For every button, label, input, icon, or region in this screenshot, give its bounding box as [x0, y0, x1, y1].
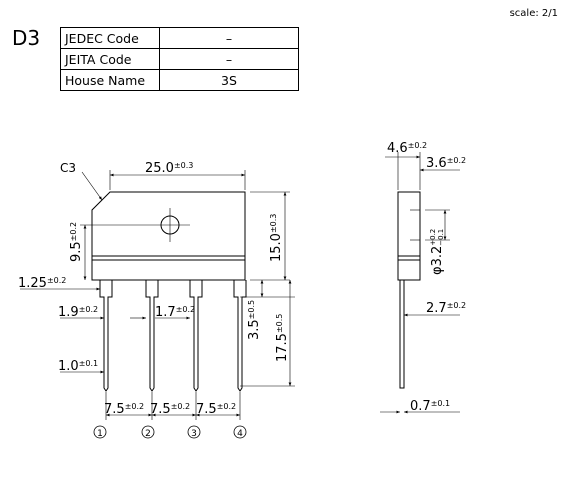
table-row: House Name 3S	[60, 69, 299, 91]
hole-position-dim: 9.5±0.2	[69, 222, 84, 262]
package-code: D3	[12, 26, 41, 50]
package-info-table: JEDEC Code – JEITA Code – House Name 3S	[60, 27, 299, 91]
info-key: JEITA Code	[60, 48, 160, 70]
table-row: JEDEC Code –	[60, 27, 299, 49]
table-row: JEITA Code –	[60, 48, 299, 70]
side-view-lead	[399, 280, 405, 389]
pin-number: 3	[191, 429, 197, 439]
pin-number: 2	[145, 429, 151, 439]
lead-length-dim: 17.5±0.5	[275, 314, 290, 362]
scale-label: scale: 2/1	[509, 8, 558, 19]
lead-width-dim-2: 1.7±0.2	[155, 305, 195, 320]
pitch-dim-3: 7.5±0.2	[196, 402, 236, 417]
body-width-dim: 25.0±0.3	[145, 161, 193, 176]
hole-diameter-dim: φ3.2+0.2−0.1	[429, 229, 445, 275]
lead-width-dim-3: 1.0±0.1	[58, 359, 98, 374]
lead-thickness-dim: 0.7±0.1	[410, 399, 450, 414]
info-key: House Name	[60, 69, 160, 91]
leads	[99, 280, 247, 392]
chamfer-label: C3	[60, 161, 76, 175]
lead-offset-dim: 2.7±0.2	[426, 301, 466, 316]
side-view-body	[397, 191, 421, 281]
body-height-dim: 15.0±0.3	[269, 214, 284, 262]
info-value: 3S	[159, 69, 299, 91]
thickness-dim: 4.6±0.2	[387, 141, 427, 156]
seat-dim: 1.25±0.2	[18, 276, 66, 291]
lead-width-dim-1: 1.9±0.2	[58, 305, 98, 320]
flat-dim: 3.6±0.2	[426, 156, 466, 171]
bend-dim: 3.5±0.5	[247, 300, 262, 340]
package-body	[91, 191, 246, 281]
pin-number: 4	[237, 429, 243, 439]
pitch-dim-1: 7.5±0.2	[104, 402, 144, 417]
pitch-dim-2: 7.5±0.2	[150, 402, 190, 417]
pin-number: 1	[97, 429, 103, 439]
